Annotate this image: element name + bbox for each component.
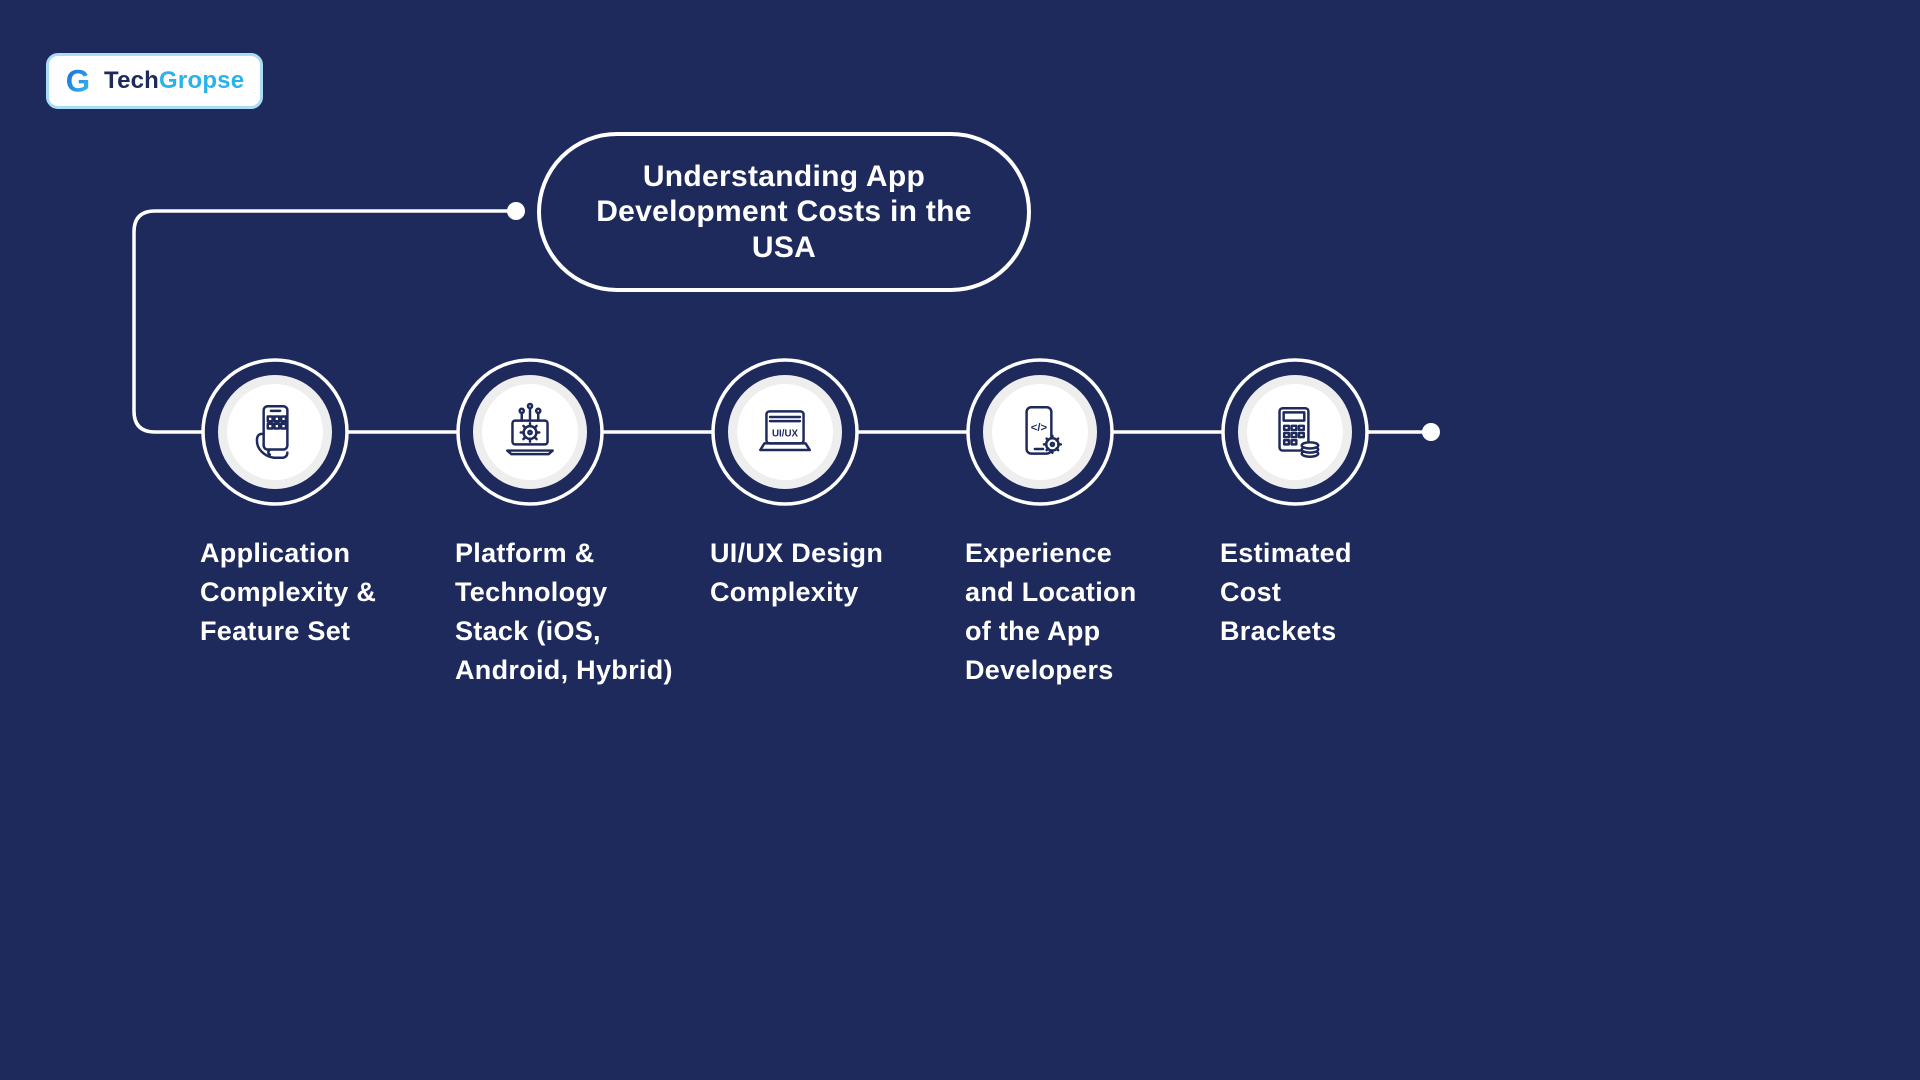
- step-circle-inner: [227, 384, 323, 480]
- hand-holding-phone-icon: [255, 404, 289, 460]
- uiux-icon-label: UI/UX: [772, 429, 799, 440]
- brand-name: TechGropse: [104, 67, 244, 95]
- step-circle-inner: [1247, 384, 1343, 480]
- calculator-coins-icon: [1278, 407, 1320, 458]
- step-circle-inner: </>: [992, 384, 1088, 480]
- step-label: Experience and Location of the App Devel…: [965, 538, 1137, 686]
- page-title: Understanding App Development Costs in t…: [596, 160, 972, 264]
- step-circle: </>: [983, 375, 1097, 489]
- title-pill: Understanding App Development Costs in t…: [537, 132, 1031, 292]
- step-label: Application Complexity & Feature Set: [200, 538, 377, 647]
- phone-code-gear-icon: </>: [1025, 406, 1063, 455]
- step-circle: [1238, 375, 1352, 489]
- step-label: Platform & Technology Stack (iOS, Androi…: [455, 538, 673, 686]
- step-circle: [473, 375, 587, 489]
- brand-name-second: Gropse: [159, 67, 245, 94]
- uiux-laptop-icon: UI/UX: [759, 410, 811, 452]
- brand-monogram-icon: G: [66, 63, 90, 98]
- start-dot: [507, 202, 525, 220]
- code-icon-label: </>: [1031, 422, 1048, 434]
- brand-logo: G TechGropse: [46, 53, 264, 109]
- end-dot: [1422, 423, 1440, 441]
- step-circle: UI/UX: [728, 375, 842, 489]
- laptop-gear-icon: [506, 402, 554, 456]
- step-label: Estimated Cost Brackets: [1220, 538, 1352, 647]
- step-circle-inner: UI/UX: [737, 384, 833, 480]
- step-label: UI/UX Design Complexity: [710, 538, 884, 608]
- brand-name-first: Tech: [104, 67, 160, 94]
- step-circle: [218, 375, 332, 489]
- title-connector-path: [132, 209, 516, 434]
- brand-monogram-letter: G: [66, 63, 90, 98]
- step-circle-inner: [482, 384, 578, 480]
